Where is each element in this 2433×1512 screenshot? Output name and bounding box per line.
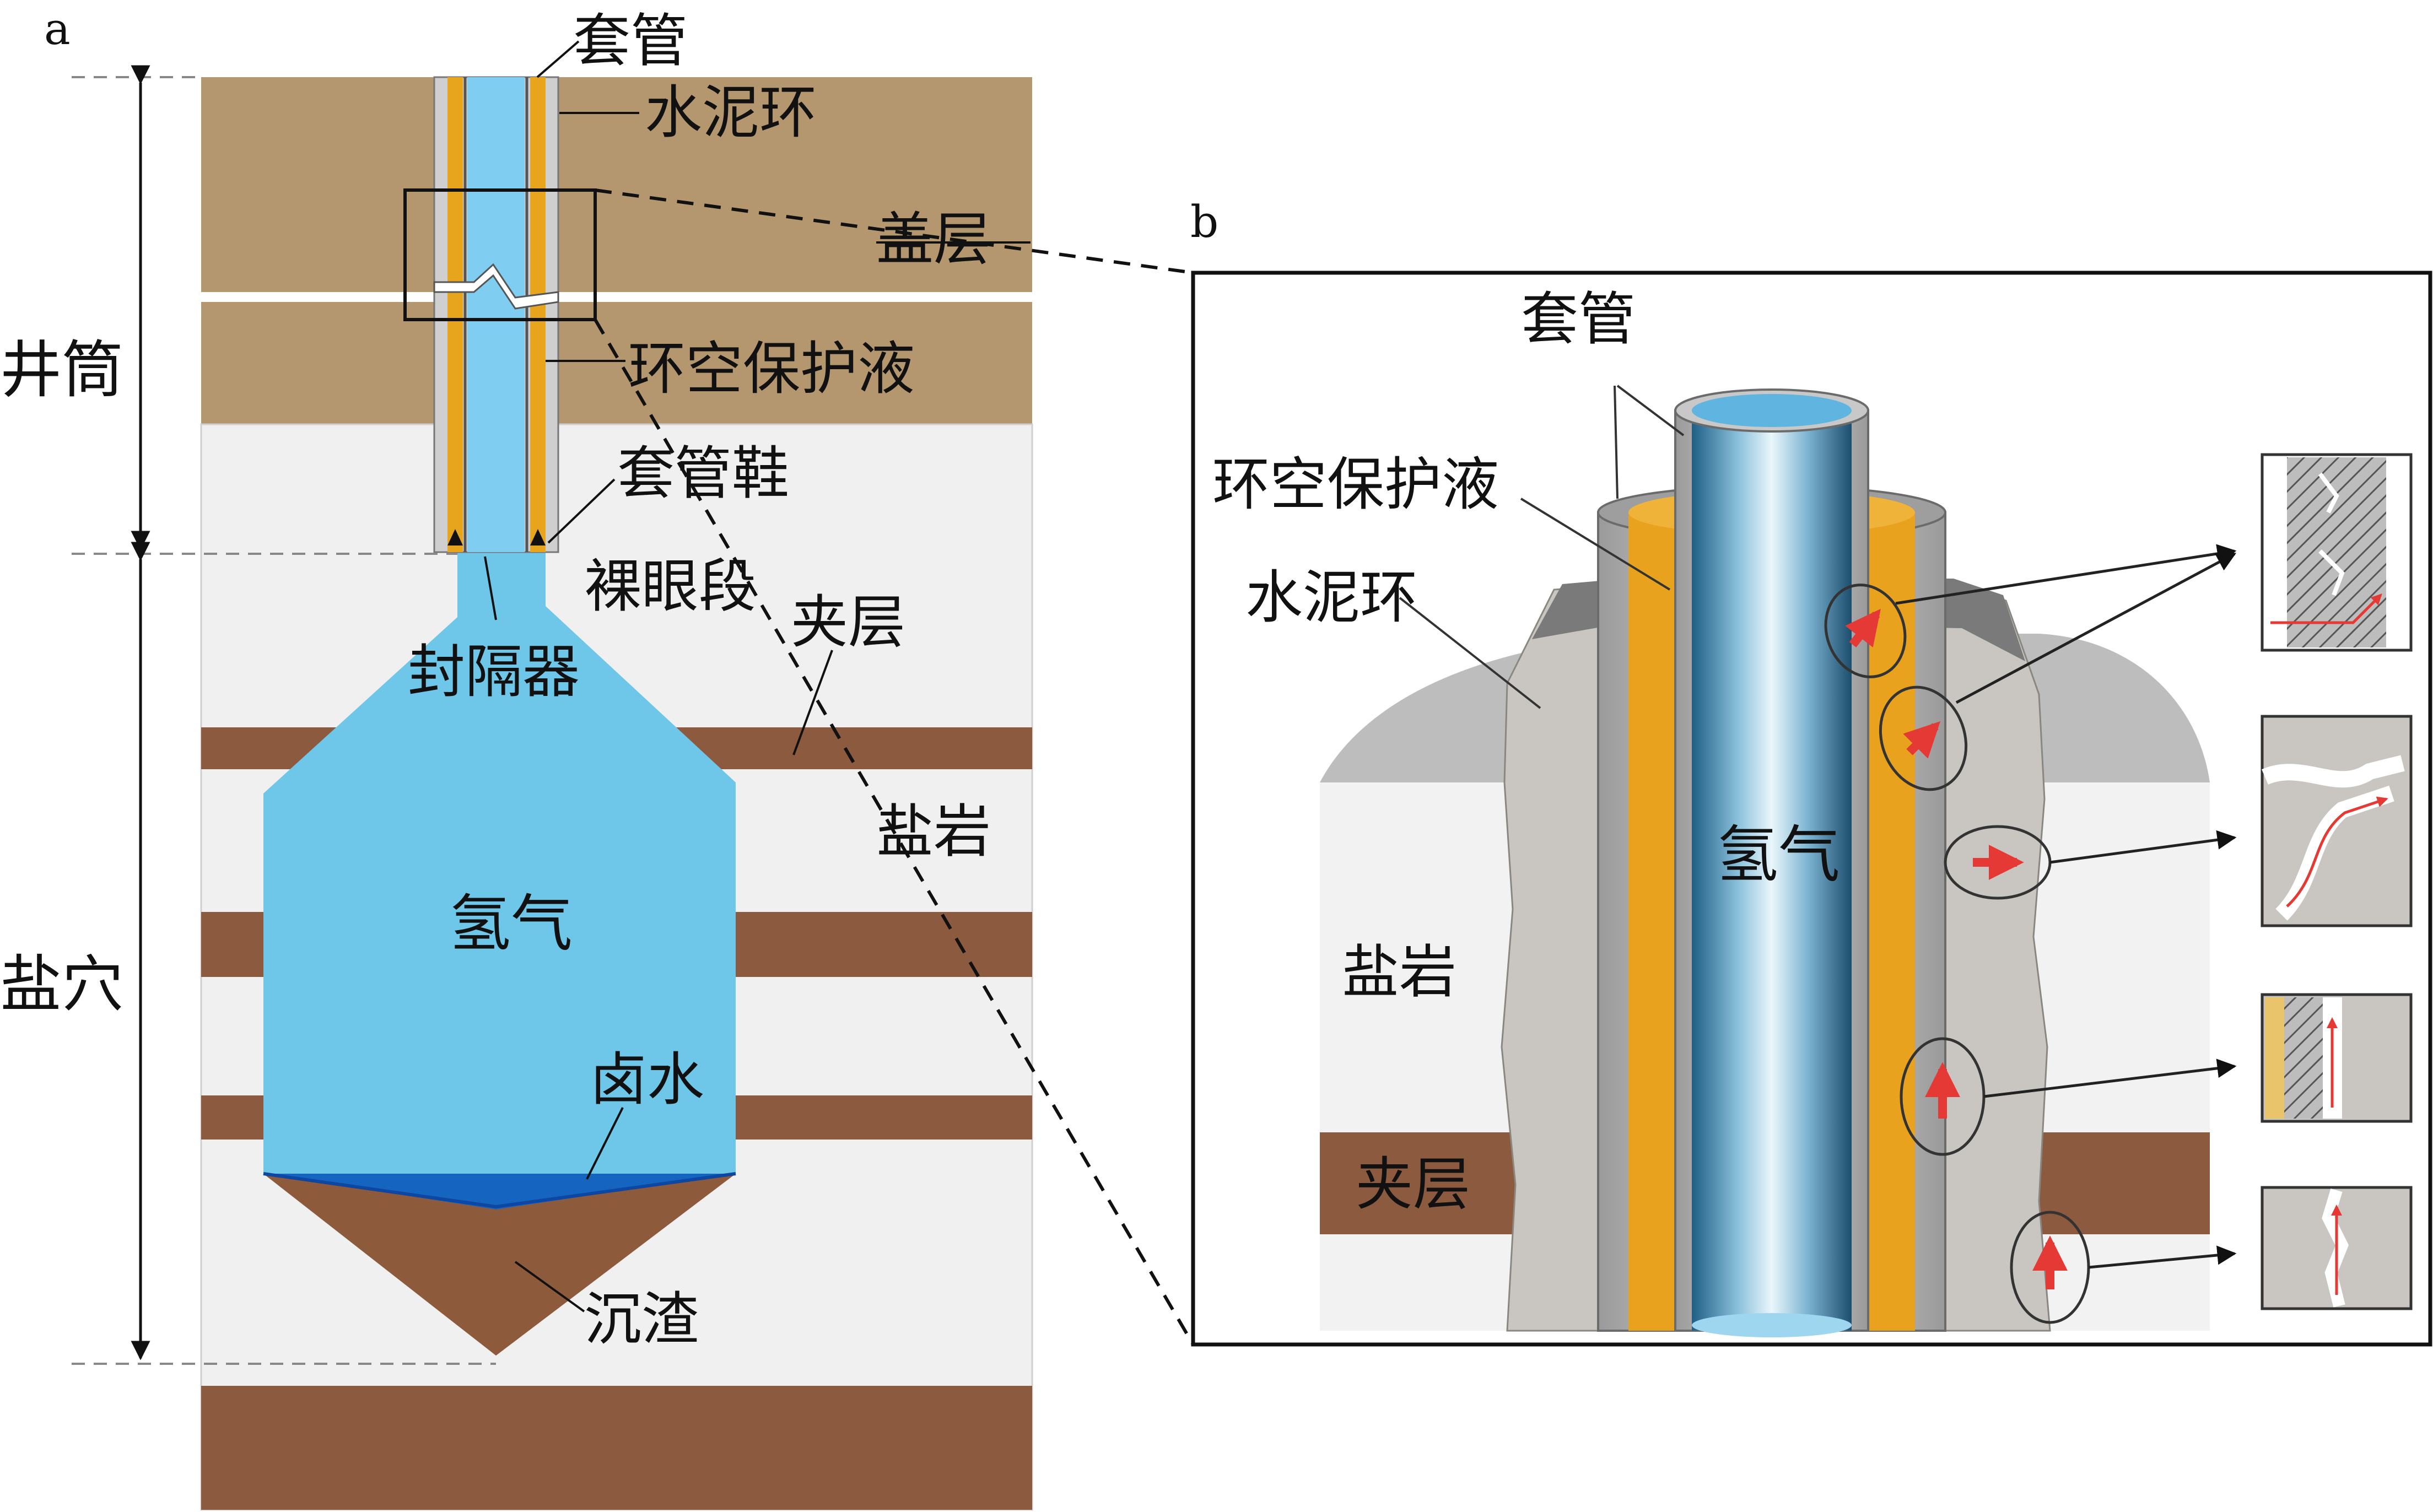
panel-b-leaders: [1399, 385, 1685, 709]
label-hydrogen-b: 氢气: [1717, 819, 1840, 891]
label-cement-ring-a: 水泥环: [645, 79, 817, 146]
leak-thumbnails: [2261, 453, 2413, 1310]
caprock-layer-lower: [201, 302, 1032, 424]
label-wellbore: 井筒: [0, 334, 123, 406]
panel-b-section: [1320, 388, 2210, 1337]
brine: [263, 1174, 736, 1209]
label-salt-rock-b: 盐岩: [1342, 938, 1456, 1006]
label-packer: 封隔器: [408, 638, 580, 705]
panel-a-leaders: [484, 40, 1031, 1313]
label-caprock: 盖层: [876, 206, 991, 273]
label-interlayer-b: 夹层: [1356, 1151, 1470, 1218]
label-casing-a: 套管: [573, 7, 688, 74]
label-sediment: 沉渣: [584, 1286, 699, 1353]
annular-fluid-right: [530, 77, 546, 552]
annular-fluid-left: [447, 77, 463, 552]
thumbnail-cement-fracture: [2261, 715, 2413, 927]
thumbnail-formation-crack: [2261, 1186, 2413, 1310]
label-cement-ring-b: 水泥环: [1245, 564, 1417, 631]
zoom-connector-top: [595, 188, 1194, 274]
label-salt-rock-a: 盐岩: [876, 798, 991, 865]
panel-b-letter: b: [1190, 196, 1218, 247]
zoom-box: [403, 188, 597, 321]
callout-arrows: [1895, 544, 2237, 1269]
bottom-interlayer: [201, 1386, 1032, 1510]
panel-a-letter: a: [44, 3, 71, 55]
label-brine: 卤水: [590, 1046, 704, 1113]
leak-ellipse-1: [1824, 584, 1907, 678]
leak-ellipse-2: [1879, 685, 1968, 791]
label-annular-fluid-b: 环空保护液: [1212, 451, 1499, 518]
label-annular-fluid-a: 环空保护液: [628, 335, 915, 402]
depth-guides: [72, 76, 496, 1365]
label-hydrogen-a: 氢气: [449, 888, 573, 960]
label-casing-shoe: 套管鞋: [617, 440, 789, 507]
well-pipe-a: [433, 76, 559, 553]
label-casing-b: 套管: [1521, 285, 1636, 353]
hydrogen-volume: [263, 551, 736, 1174]
hydrogen-cavern: [263, 551, 736, 1356]
label-salt-cavern: 盐穴: [0, 949, 123, 1020]
thumbnail-interface-gap: [2261, 993, 2413, 1123]
label-interlayer-a: 夹层: [791, 588, 905, 656]
tubing-a: [467, 77, 525, 552]
thumbnail-casing-crack: [2261, 453, 2413, 652]
tubing-b: [1692, 411, 1852, 1331]
zoom-connector-bottom: [594, 318, 1195, 1346]
label-open-hole: 裸眼段: [584, 553, 756, 620]
